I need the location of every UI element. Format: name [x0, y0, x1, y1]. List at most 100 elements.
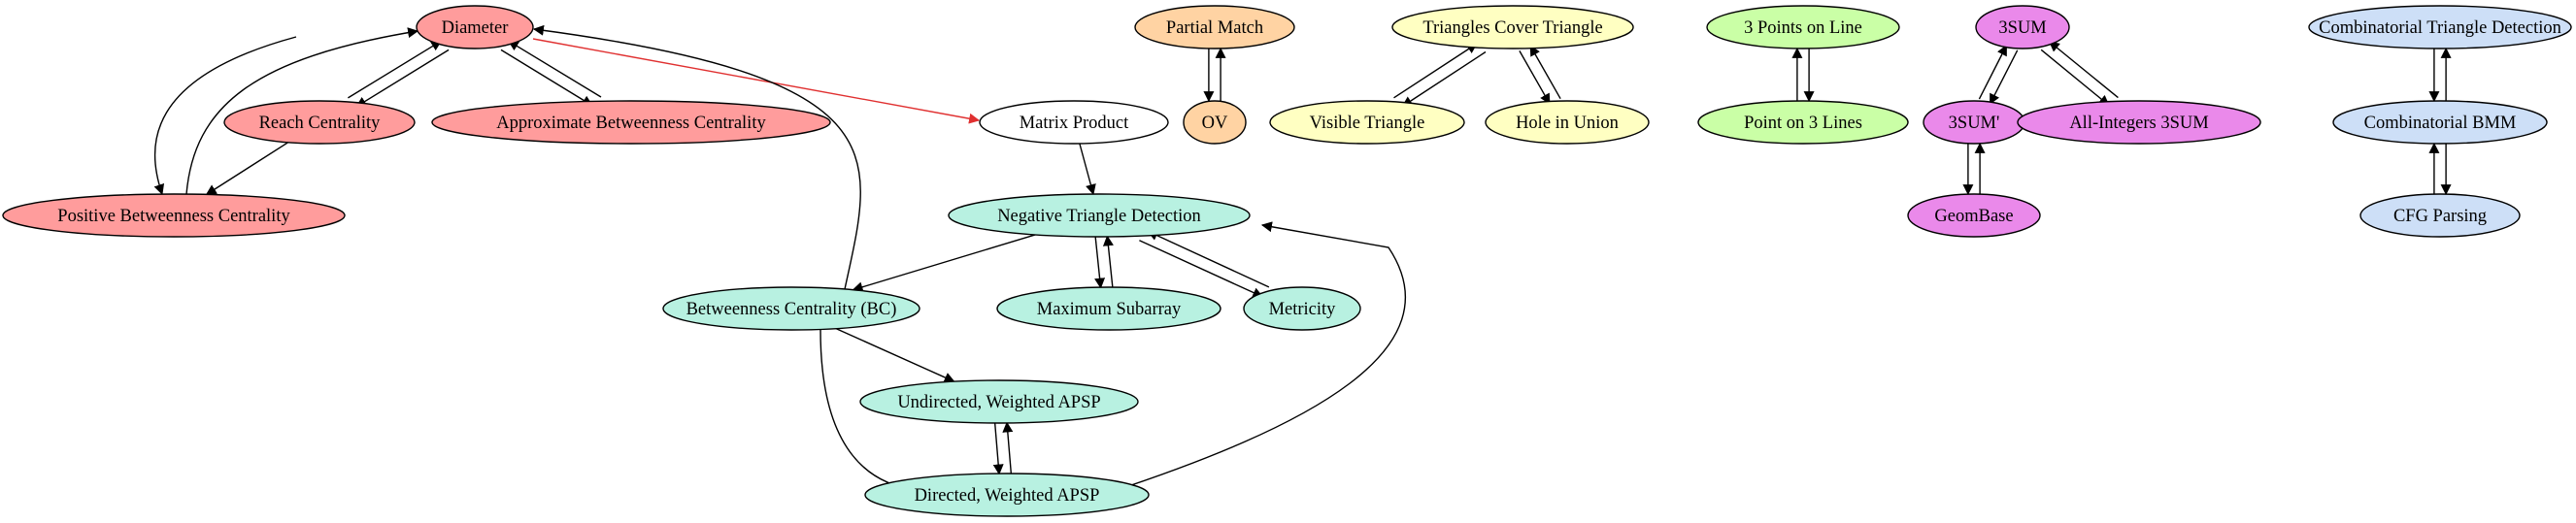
node-bc[interactable]: Betweenness Centrality (BC) — [662, 286, 920, 331]
node-metricity[interactable]: Metricity — [1243, 286, 1361, 331]
edge-sum3-to-aisum — [2040, 49, 2110, 107]
edge-matrix-to-ntd — [1079, 143, 1096, 196]
node-ellipse — [1134, 5, 1295, 49]
node-ov[interactable]: OV — [1183, 100, 1247, 145]
node-ellipse — [948, 193, 1251, 238]
node-ellipse — [223, 100, 416, 145]
node-label: Visible Triangle — [1310, 114, 1425, 133]
node-ellipse — [1485, 100, 1650, 145]
node-ellipse — [662, 286, 920, 331]
node-label: Betweenness Centrality (BC) — [686, 300, 897, 319]
edge-dapsp-to-ntd — [1101, 221, 1407, 496]
edge-pbc-to-diameter — [185, 27, 419, 195]
node-cbmm[interactable]: Combinatorial BMM — [2332, 100, 2548, 145]
node-label: Undirected, Weighted APSP — [897, 393, 1100, 412]
node-matrix[interactable]: Matrix Product — [979, 100, 1169, 145]
node-label: Reach Centrality — [259, 114, 382, 133]
node-label: Diameter — [442, 18, 509, 38]
node-ellipse — [1183, 100, 1247, 145]
node-maxsub[interactable]: Maximum Subarray — [996, 286, 1221, 331]
edge-reach-to-pbc — [205, 142, 288, 195]
node-pm[interactable]: Partial Match — [1134, 5, 1295, 49]
node-label: Directed, Weighted APSP — [915, 486, 1100, 506]
edge-diameter-to-reach — [355, 49, 450, 108]
node-label: Matrix Product — [1020, 114, 1129, 133]
node-p3l[interactable]: 3 Points on Line — [1706, 5, 1900, 49]
edge-bc-to-uapsp — [835, 327, 955, 383]
node-aisum[interactable]: All-Integers 3SUM — [2017, 100, 2261, 145]
node-tct[interactable]: Triangles Cover Triangle — [1391, 5, 1634, 49]
node-ellipse — [1706, 5, 1900, 49]
node-label: Point on 3 Lines — [1744, 114, 1862, 133]
edge-metricity-to-ntd — [1147, 230, 1270, 288]
edge-sum3-to-sum3p — [1989, 49, 2019, 105]
edge-bc-to-diameter — [532, 24, 861, 290]
node-ellipse — [2017, 100, 2261, 145]
node-ellipse — [1907, 193, 2041, 238]
node-geom[interactable]: GeomBase — [1907, 193, 2041, 238]
node-label: OV — [1202, 114, 1228, 133]
node-sum3[interactable]: 3SUM — [1975, 5, 2070, 49]
node-label: Negative Triangle Detection — [997, 207, 1201, 226]
node-dapsp[interactable]: Directed, Weighted APSP — [864, 473, 1150, 517]
node-ellipse — [864, 473, 1150, 517]
node-label: 3 Points on Line — [1744, 18, 1862, 38]
node-label: Maximum Subarray — [1037, 300, 1182, 319]
edge-vt-to-tct — [1393, 43, 1478, 99]
node-cfg[interactable]: CFG Parsing — [2359, 193, 2521, 238]
node-label: GeomBase — [1934, 207, 2013, 226]
node-ntd[interactable]: Negative Triangle Detection — [948, 193, 1251, 238]
edge-diameter-to-abc — [500, 49, 593, 107]
node-ellipse — [2308, 5, 2572, 49]
node-label: Combinatorial BMM — [2364, 114, 2517, 133]
node-ellipse — [859, 379, 1139, 424]
edge-ntd-to-metricity — [1139, 240, 1264, 298]
node-hiu[interactable]: Hole in Union — [1485, 100, 1650, 145]
node-ellipse — [1697, 100, 1909, 145]
edge-aisum-to-sum3 — [2048, 41, 2119, 99]
node-ellipse — [2, 193, 346, 238]
node-ellipse — [1975, 5, 2070, 49]
node-label: All-Integers 3SUM — [2069, 114, 2208, 133]
node-label: Combinatorial Triangle Detection — [2319, 18, 2561, 38]
node-ellipse — [1391, 5, 1634, 49]
node-ellipse — [1269, 100, 1465, 145]
node-vt[interactable]: Visible Triangle — [1269, 100, 1465, 145]
node-label: Approximate Betweenness Centrality — [496, 114, 766, 133]
node-ellipse — [979, 100, 1169, 145]
node-label: Hole in Union — [1516, 114, 1619, 133]
node-abc[interactable]: Approximate Betweenness Centrality — [431, 100, 831, 145]
edge-maxsub-to-ntd — [1102, 235, 1114, 287]
node-ellipse — [2332, 100, 2548, 145]
node-ellipse — [416, 5, 534, 49]
node-ellipse — [1243, 286, 1361, 331]
edge-hiu-to-tct — [1529, 45, 1561, 100]
edge-diameter-to-pbc — [153, 36, 297, 196]
node-label: Partial Match — [1166, 18, 1263, 38]
node-po3[interactable]: Point on 3 Lines — [1697, 100, 1909, 145]
edge-diameter-to-matrix — [532, 38, 981, 124]
node-ellipse — [431, 100, 831, 145]
node-reach[interactable]: Reach Centrality — [223, 100, 416, 145]
node-uapsp[interactable]: Undirected, Weighted APSP — [859, 379, 1139, 424]
node-ellipse — [996, 286, 1221, 331]
node-diameter[interactable]: Diameter — [416, 5, 534, 49]
node-ellipse — [2359, 193, 2521, 238]
node-sum3p[interactable]: 3SUM' — [1923, 100, 2025, 145]
node-label: 3SUM' — [1949, 114, 2000, 133]
edge-uapsp-to-dapsp — [992, 423, 1004, 475]
node-pbc[interactable]: Positive Betweenness Centrality — [2, 193, 346, 238]
edge-abc-to-diameter — [507, 40, 602, 98]
node-ctd[interactable]: Combinatorial Triangle Detection — [2308, 5, 2572, 49]
node-label: CFG Parsing — [2393, 207, 2487, 226]
edge-layer — [153, 24, 2452, 496]
edge-sum3p-to-sum3 — [1978, 45, 2008, 100]
edge-tct-to-hiu — [1519, 50, 1551, 105]
edge-dapsp-to-uapsp — [1002, 421, 1014, 474]
node-label: 3SUM — [1998, 18, 2046, 38]
node-label: Metricity — [1269, 300, 1337, 319]
node-label: Positive Betweenness Centrality — [57, 207, 290, 226]
edge-ntd-to-maxsub — [1094, 237, 1106, 289]
